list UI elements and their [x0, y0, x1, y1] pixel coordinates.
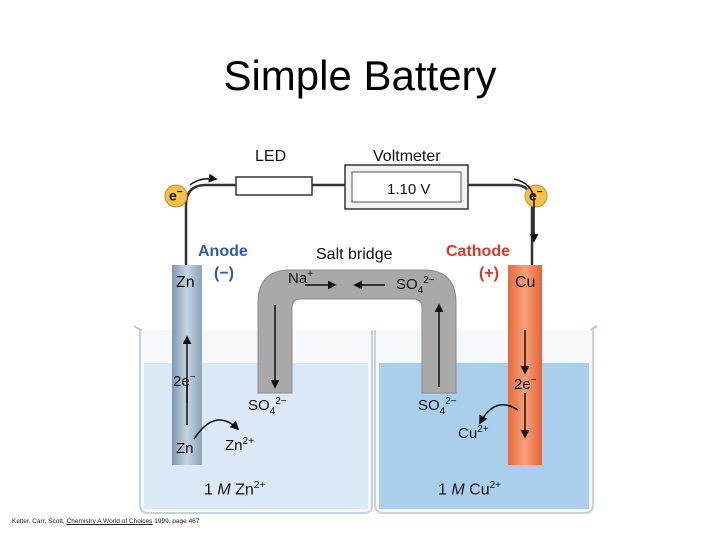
salt-bridge-label: Salt bridge: [316, 246, 393, 263]
zinc-ion-label: Zn2+: [225, 436, 254, 454]
cathode-label: Cathode: [446, 243, 510, 260]
electron-right-label: e−: [529, 187, 543, 204]
led-label: LED: [255, 148, 287, 165]
copper-label: Cu: [515, 274, 536, 291]
led-box: [235, 176, 313, 196]
so4-bridge-label: SO42−: [396, 275, 435, 296]
zinc-atom-label: Zn: [176, 440, 194, 457]
battery-diagram: LED Voltmeter 1.10 V e− e− Anode (−) Cat…: [130, 125, 600, 525]
anode-wire: [184, 183, 236, 275]
right-solution: [379, 363, 589, 509]
anode-label: Anode: [198, 243, 248, 260]
zinc-label: Zn: [176, 274, 195, 291]
cathode-sign: (+): [479, 265, 499, 282]
citation: Kelter, Carr, Scott, Chemistry A World o…: [12, 518, 200, 525]
copper-2e-label: 2e−: [514, 375, 537, 393]
voltmeter-label: Voltmeter: [373, 148, 441, 165]
electron-flow-right-arrow: [513, 178, 539, 243]
left-solution-label: 1 M Zn2+: [204, 480, 266, 499]
anode-sign: (−): [214, 265, 234, 282]
electron-left-marker: [164, 184, 188, 208]
electron-flow-left-arrow: [189, 173, 218, 186]
voltmeter-reading: 1.10 V: [387, 181, 431, 198]
copper-reduction-arrow: [479, 404, 519, 425]
copper-ion-label: Cu2+: [458, 424, 489, 442]
so4-right-label: SO42−: [418, 396, 457, 417]
electron-left-label: e−: [169, 187, 183, 204]
cathode-wire: [468, 183, 534, 275]
zinc-oxidation-arrow: [193, 419, 240, 440]
battery-illustration: [133, 164, 598, 514]
zinc-2e-label: 2e−: [173, 372, 196, 390]
voltmeter-display: [351, 171, 462, 203]
slide-title: Simple Battery: [223, 52, 497, 99]
so4-left-label: SO42−: [248, 396, 287, 417]
na-ion-label: Na+: [288, 269, 314, 287]
right-solution-label: 1 M Cu2+: [438, 480, 501, 499]
